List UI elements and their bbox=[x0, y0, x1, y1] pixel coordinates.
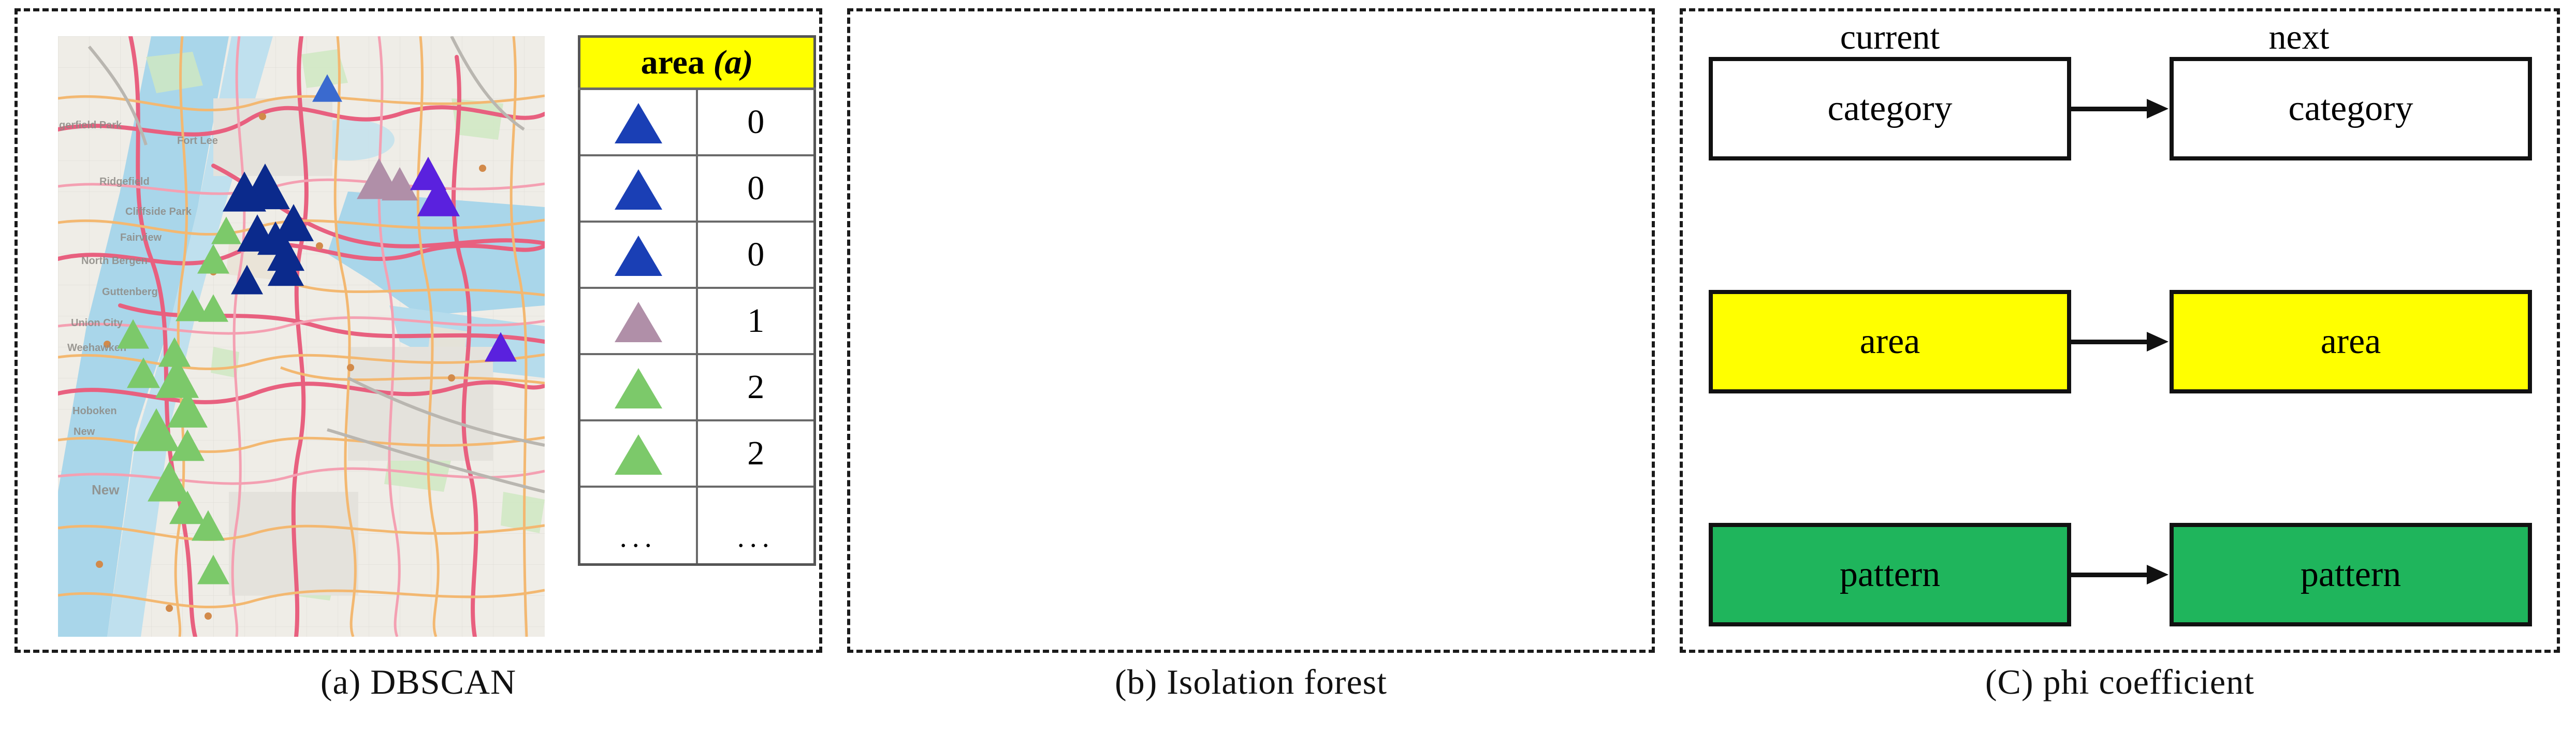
svg-text:Ridgefield: Ridgefield bbox=[99, 176, 150, 187]
box-current-pattern[interactable]: pattern bbox=[1709, 523, 2071, 626]
area-value-cell: 1 bbox=[696, 287, 816, 355]
arrow-area-icon bbox=[2071, 332, 2170, 352]
svg-text:Union City: Union City bbox=[71, 317, 123, 329]
map-marker-triangle bbox=[198, 294, 228, 322]
area-marker-cell bbox=[578, 287, 698, 355]
triangle-marker-icon bbox=[614, 368, 662, 409]
svg-text:Cliffside Park: Cliffside Park bbox=[125, 206, 192, 217]
box-next-category[interactable]: category bbox=[2170, 57, 2532, 160]
map-marker-triangle bbox=[485, 332, 517, 362]
map-marker-triangle bbox=[197, 244, 229, 274]
area-value-cell: 2 bbox=[696, 353, 816, 421]
column-label-current: current bbox=[1840, 17, 1940, 56]
table-row-ellipsis: ...... bbox=[578, 486, 816, 566]
table-row: 1 bbox=[578, 287, 816, 355]
caption-a: (a) DBSCAN bbox=[320, 662, 517, 701]
table-row: 2 bbox=[578, 419, 816, 488]
box-next-pattern[interactable]: pattern bbox=[2170, 523, 2532, 626]
column-label-next: next bbox=[2268, 17, 2330, 56]
area-marker-cell bbox=[578, 419, 698, 488]
triangle-marker-icon bbox=[614, 169, 662, 210]
triangle-marker-icon bbox=[614, 103, 662, 144]
svg-text:Fort Lee: Fort Lee bbox=[177, 135, 218, 147]
area-marker-cell bbox=[578, 221, 698, 289]
area-value-cell: 0 bbox=[696, 154, 816, 223]
table-row: 0 bbox=[578, 154, 816, 223]
map-marker-triangle bbox=[211, 216, 241, 244]
map-marker-triangle bbox=[273, 204, 314, 241]
map-marker-triangle bbox=[127, 357, 160, 388]
map-marker-triangle bbox=[192, 510, 225, 541]
area-header-italic: (a) bbox=[704, 43, 753, 81]
box-next-area[interactable]: area bbox=[2170, 290, 2532, 393]
svg-text:New: New bbox=[74, 426, 95, 437]
box-current-area[interactable]: area bbox=[1709, 290, 2071, 393]
map-marker-triangle bbox=[155, 358, 199, 398]
caption-c: (C) phi coefficient bbox=[1985, 662, 2254, 701]
box-current-category[interactable]: category bbox=[1709, 57, 2071, 160]
area-marker-cell bbox=[578, 353, 698, 421]
map-marker-triangle bbox=[158, 337, 191, 367]
svg-text:Guttenberg: Guttenberg bbox=[102, 286, 158, 298]
caption-b: (b) Isolation forest bbox=[1114, 662, 1388, 701]
map-marker-triangle bbox=[133, 408, 180, 451]
dbscan-cluster-map: gerfield Park Fort Lee Ridgefield Cliffs… bbox=[58, 36, 545, 637]
map-marker-triangle bbox=[167, 390, 208, 428]
area-value-cell: 0 bbox=[696, 87, 816, 156]
table-row: 0 bbox=[578, 221, 816, 289]
arrow-category-icon bbox=[2071, 99, 2170, 119]
map-marker-triangle bbox=[176, 289, 210, 321]
panel-isolation-forest: ahrd 018101810181119122112231......... p… bbox=[847, 8, 2431, 653]
triangle-marker-icon bbox=[614, 236, 662, 276]
ellipsis-cell: ... bbox=[578, 486, 698, 566]
table-row: 2 bbox=[578, 353, 816, 421]
arrow-pattern-icon bbox=[2071, 565, 2170, 584]
ellipsis-cell: ... bbox=[696, 486, 816, 566]
map-marker-triangle bbox=[417, 177, 460, 216]
svg-text:Weehawken: Weehawken bbox=[67, 342, 126, 354]
map-marker-triangle bbox=[312, 74, 342, 102]
map-marker-triangle bbox=[382, 167, 418, 201]
map-marker-triangle bbox=[170, 429, 205, 461]
svg-text:North Bergen: North Bergen bbox=[81, 255, 148, 267]
triangle-marker-icon bbox=[614, 434, 662, 475]
panel-dbscan: gerfield Park Fort Lee Ridgefield Cliffs… bbox=[14, 8, 822, 653]
area-header-main: area bbox=[641, 43, 705, 81]
area-value-cell: 2 bbox=[696, 419, 816, 488]
map-marker-triangle bbox=[117, 319, 149, 349]
area-table-header: area (a) bbox=[578, 35, 816, 90]
area-marker-cell bbox=[578, 87, 698, 156]
map-marker-triangle bbox=[231, 265, 263, 295]
map-marker-triangle bbox=[223, 171, 266, 212]
map-marker-triangle bbox=[169, 490, 206, 524]
svg-text:Hoboken: Hoboken bbox=[72, 405, 117, 417]
svg-text:New: New bbox=[92, 482, 120, 498]
svg-text:gerfield Park: gerfield Park bbox=[59, 120, 122, 131]
svg-text:Fairview: Fairview bbox=[120, 232, 162, 243]
area-value-cell: 0 bbox=[696, 221, 816, 289]
table-row: 0 bbox=[578, 87, 816, 156]
map-marker-triangle bbox=[197, 554, 229, 584]
triangle-marker-icon bbox=[614, 302, 662, 343]
map-marker-triangle bbox=[148, 461, 191, 502]
area-marker-cell bbox=[578, 154, 698, 223]
map-marker-triangle bbox=[268, 252, 304, 286]
